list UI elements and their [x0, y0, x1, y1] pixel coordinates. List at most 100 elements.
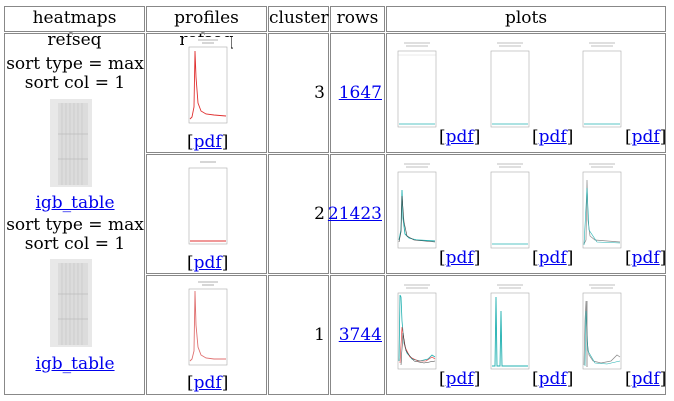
sort-type-label-1: sort type = max [6, 54, 144, 74]
plot-3-c-pdf-link[interactable]: pdf [631, 127, 660, 147]
bracket-open: [ [532, 369, 539, 389]
plot-2-b[interactable] [485, 160, 533, 253]
bracket-open: [ [187, 373, 194, 393]
sort-col-label-2: sort col = 1 [24, 234, 126, 254]
heatmap-thumbnail-2 [50, 259, 92, 347]
bracket-open: [ [532, 127, 539, 147]
plot-1-b-pdf-link[interactable]: pdf [538, 369, 567, 389]
bracket-open: [ [625, 369, 632, 389]
plot-3-b-pdf-link[interactable]: pdf [538, 127, 567, 147]
bracket-open: [ [439, 127, 446, 147]
plot-1-c-figure [582, 284, 622, 370]
rows-link-2[interactable]: 21423 [327, 204, 382, 224]
header-heatmaps: heatmaps refseq [4, 6, 145, 50]
plot-3-b-figure [490, 42, 530, 128]
plot-2-b-pdf-link[interactable]: pdf [538, 248, 567, 268]
header-profiles: profiles refseq [146, 6, 267, 50]
header-cluster-label: cluster [269, 8, 329, 28]
profile-pdf-link-2[interactable]: pdf [193, 253, 222, 273]
plot-1-c-pdf: [pdf] [625, 370, 666, 388]
profile-image-2[interactable] [184, 158, 231, 250]
plot-2-b-figure [490, 163, 530, 249]
plot-2-a[interactable] [392, 160, 440, 253]
plot-3-b[interactable] [485, 39, 533, 132]
bracket-close: ] [659, 248, 667, 268]
rows-cell-2: 21423 [327, 154, 385, 274]
igb-table-link-1[interactable]: igb_table [35, 193, 115, 213]
cluster-value-2: 2 [314, 204, 325, 224]
profile-plot-3 [188, 39, 228, 124]
header-rows: rows [330, 6, 385, 32]
rows-link-3[interactable]: 1647 [338, 83, 382, 103]
plot-2-a-pdf-link[interactable]: pdf [445, 248, 474, 268]
plot-2-c[interactable] [577, 160, 625, 253]
header-plots-label: plots [504, 8, 548, 28]
header-heatmaps-label: heatmaps refseq [32, 8, 117, 50]
bracket-close: ] [659, 369, 667, 389]
bracket-close: ] [221, 132, 229, 152]
bracket-open: [ [187, 132, 194, 152]
bracket-open: [ [625, 127, 632, 147]
plot-3-c-figure [582, 42, 622, 128]
cluster-value-3: 3 [314, 83, 325, 103]
plot-3-b-pdf: [pdf] [532, 128, 573, 146]
plot-1-c[interactable] [577, 281, 625, 374]
plot-1-b[interactable] [485, 281, 533, 374]
profile-pdf-link-3[interactable]: pdf [193, 132, 222, 152]
bracket-open: [ [187, 253, 194, 273]
profile-plot-2 [188, 161, 228, 245]
heatmap-image-2[interactable] [50, 259, 92, 347]
profile-cell-cluster-2: [pdf] [146, 154, 267, 274]
header-cluster: cluster [268, 6, 329, 32]
plot-3-a-pdf: [pdf] [439, 128, 480, 146]
plot-1-a-pdf: [pdf] [439, 370, 480, 388]
heatmap-thumbnail-1 [50, 99, 92, 187]
profile-cell-cluster-1: [pdf] [146, 275, 267, 395]
cluster-cell-1: 1 [268, 275, 329, 395]
bracket-open: [ [532, 248, 539, 268]
plot-1-a[interactable] [392, 281, 440, 374]
cluster-cell-2: 2 [268, 154, 329, 274]
sort-col-label-1: sort col = 1 [24, 73, 126, 93]
heatmap-row-1: igb_table [5, 193, 145, 213]
bracket-open: [ [439, 248, 446, 268]
plot-3-a[interactable] [392, 39, 440, 132]
plot-3-a-pdf-link[interactable]: pdf [445, 127, 474, 147]
plot-2-a-pdf: [pdf] [439, 249, 480, 267]
rows-link-1[interactable]: 3744 [338, 325, 382, 345]
bracket-close: ] [221, 253, 229, 273]
profile-pdf-2: [pdf] [187, 254, 228, 272]
bracket-close: ] [473, 127, 481, 147]
plot-2-c-figure [582, 163, 622, 249]
bracket-open: [ [625, 248, 632, 268]
bracket-close: ] [473, 248, 481, 268]
plot-1-a-pdf-link[interactable]: pdf [445, 369, 474, 389]
profile-image-3[interactable] [184, 37, 231, 129]
header-rows-label: rows [336, 8, 379, 28]
profile-pdf-1: [pdf] [187, 374, 228, 392]
bracket-close: ] [566, 369, 574, 389]
profile-pdf-link-1[interactable]: pdf [193, 373, 222, 393]
plot-1-b-figure [490, 284, 530, 370]
plot-3-c[interactable] [577, 39, 625, 132]
heatmap-image-1[interactable] [50, 99, 92, 187]
bracket-close: ] [473, 369, 481, 389]
profile-image-1[interactable] [184, 279, 231, 371]
heatmaps-cell: sort type = max sort col = 1 igb_table s… [4, 33, 145, 395]
bracket-close: ] [566, 127, 574, 147]
rows-cell-3: 1647 [330, 33, 385, 153]
header-plots: plots [386, 6, 666, 32]
plot-3-c-pdf: [pdf] [625, 128, 666, 146]
plots-cell-cluster-2: [pdf] [pdf] [pdf] [386, 154, 666, 274]
profile-cell-cluster-3: [pdf] [146, 33, 267, 153]
plot-1-c-pdf-link[interactable]: pdf [631, 369, 660, 389]
heatmap-row-2: igb_table [5, 354, 145, 374]
plot-3-a-figure [397, 42, 437, 128]
plot-2-a-figure [397, 163, 437, 249]
plot-1-b-pdf: [pdf] [532, 370, 573, 388]
bracket-close: ] [221, 373, 229, 393]
profile-plot-1 [188, 281, 228, 366]
igb-table-link-2[interactable]: igb_table [35, 354, 115, 374]
plot-2-c-pdf: [pdf] [625, 249, 666, 267]
plot-2-c-pdf-link[interactable]: pdf [631, 248, 660, 268]
